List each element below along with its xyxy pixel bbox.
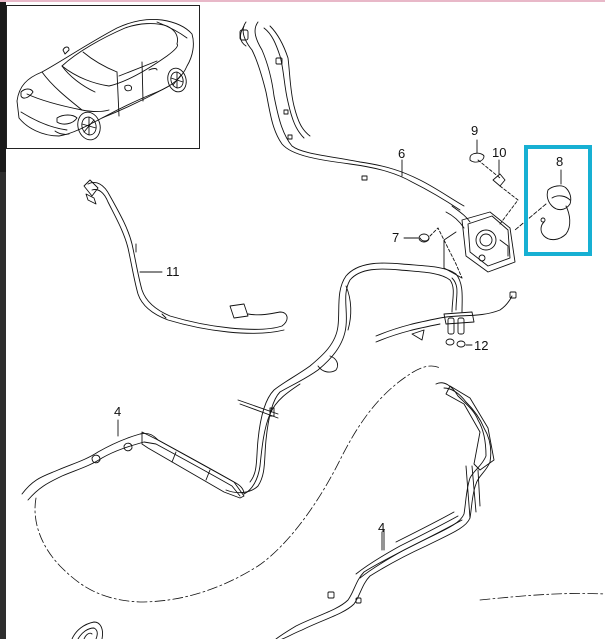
callout-8[interactable]: 8 bbox=[556, 154, 564, 169]
middle-pipe-bundle bbox=[225, 262, 517, 494]
callout-7[interactable]: 7 bbox=[392, 230, 400, 245]
callout-9[interactable]: 9 bbox=[471, 123, 479, 138]
callout-11[interactable]: 11 bbox=[166, 264, 180, 279]
left-window-edge bbox=[0, 2, 6, 639]
top-accent-bar bbox=[0, 0, 605, 2]
part-9-screw bbox=[469, 139, 501, 179]
callout-6[interactable]: 6 bbox=[398, 146, 406, 161]
fuel-tank-outline bbox=[34, 365, 605, 603]
part-11-line bbox=[83, 179, 288, 334]
fuel-filler-housing bbox=[443, 205, 516, 279]
left-window-edge-dark bbox=[0, 2, 6, 172]
bottom-left-partial-part bbox=[71, 621, 103, 639]
part-6-vent-line bbox=[239, 21, 465, 211]
part-10-clip bbox=[492, 159, 519, 225]
part-12-nuts bbox=[443, 311, 475, 348]
part-8-fuel-cap bbox=[514, 169, 572, 241]
callout-10[interactable]: 10 bbox=[492, 145, 507, 160]
highlight-part-8[interactable] bbox=[524, 145, 592, 256]
part-4-line-right bbox=[275, 382, 495, 639]
part-7-grommet bbox=[403, 227, 463, 279]
callout-leaders bbox=[139, 159, 403, 551]
car-illustration-icon bbox=[16, 18, 194, 141]
callout-12[interactable]: 12 bbox=[474, 338, 489, 353]
callout-4-left[interactable]: 4 bbox=[114, 404, 122, 419]
vehicle-thumbnail bbox=[6, 5, 200, 149]
part-4-line-left bbox=[21, 383, 301, 501]
callout-4-right[interactable]: 4 bbox=[378, 520, 386, 535]
